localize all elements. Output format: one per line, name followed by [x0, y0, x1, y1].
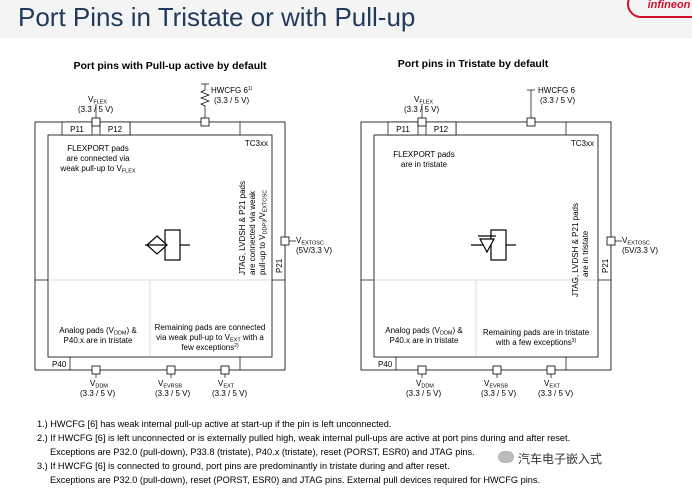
svg-text:VEVRSB: VEVRSB — [484, 379, 508, 390]
left-pad-p11 — [61, 121, 93, 136]
right-p21-label: P21 — [601, 258, 610, 273]
svg-text:few exceptions2): few exceptions2) — [181, 343, 239, 352]
left-heading: Port pins with Pull-up active by default — [73, 60, 267, 72]
slide-title: Port Pins in Tristate or with Pull-up — [18, 2, 416, 32]
svg-text:Analog pads (VDDM) &: Analog pads (VDDM) & — [59, 326, 137, 337]
left-vevrsb-voltage: (3.3 / 5 V) — [155, 389, 190, 398]
left-chip-outer — [34, 121, 286, 371]
left-p12-label: P12 — [108, 125, 123, 134]
infineon-logo: infineon — [627, 0, 692, 18]
right-heading: Port pins in Tristate by default — [398, 58, 549, 70]
footnote-2-exceptions: Exceptions are P32.0 (pull-down), P33.8 … — [50, 447, 475, 457]
svg-text:weak pull-up to VFLEX: weak pull-up to VFLEX — [59, 164, 135, 175]
left-p40-label: P40 — [52, 360, 67, 369]
left-vflex-voltage: (3.3 / 5 V) — [78, 105, 113, 114]
right-diagram: Port pins in Tristate by default P11 P12… — [360, 58, 658, 398]
footnote-2: 2.) If HWCFG [6] is left unconnected or … — [37, 433, 571, 443]
svg-text:FLEXPORT pads: FLEXPORT pads — [67, 144, 129, 153]
svg-text:VDDM: VDDM — [90, 379, 108, 390]
right-chip-inner — [373, 134, 599, 358]
left-jtag-text: JTAG, LVDSH & P21 pads are connected via… — [238, 181, 269, 275]
right-pad-p12 — [425, 121, 457, 136]
footnote-3: 3.) If HWCFG [6] is connected to ground,… — [37, 461, 450, 471]
right-vflex-voltage: (3.3 / 5 V) — [404, 105, 439, 114]
left-pad-p12 — [99, 121, 131, 136]
svg-text:FLEXPORT pads: FLEXPORT pads — [393, 150, 455, 159]
svg-text:VEXT: VEXT — [218, 379, 235, 390]
svg-text:VFLEX: VFLEX — [414, 95, 433, 106]
right-pad-p11 — [387, 121, 419, 136]
right-hwcfg-label: HWCFG 6 — [538, 86, 575, 95]
svg-text:pull-up to VDDP3/VEXTOSC: pull-up to VDDP3/VEXTOSC — [258, 190, 269, 275]
left-diagram: Port pins with Pull-up active by default… — [34, 60, 332, 398]
wechat-icon — [498, 451, 514, 463]
svg-text:P40.x are in tristate: P40.x are in tristate — [390, 336, 459, 345]
svg-text:are in tristate: are in tristate — [401, 160, 448, 169]
svg-text:VEXTOSC: VEXTOSC — [296, 236, 324, 247]
svg-text:Analog pads (VDDM) &: Analog pads (VDDM) & — [385, 326, 463, 337]
svg-text:Remaining pads are connected: Remaining pads are connected — [155, 323, 266, 332]
left-hwcfg-voltage: (3.3 / 5 V) — [214, 96, 249, 105]
footnote-3-exceptions: Exceptions are P32.0 (pull-down), reset … — [50, 475, 541, 485]
svg-text:are in tristate: are in tristate — [581, 230, 590, 277]
svg-text:are connected via: are connected via — [66, 154, 130, 163]
left-vextosc-voltage: (5V/3.3 V) — [296, 246, 332, 255]
right-vevrsb-voltage: (3.3 / 5 V) — [481, 389, 516, 398]
right-vextosc-voltage: (5V/3.3 V) — [622, 246, 658, 255]
svg-text:Remaining pads are in tristate: Remaining pads are in tristate — [483, 328, 590, 337]
svg-text:P40.x are in tristate: P40.x are in tristate — [64, 336, 133, 345]
svg-text:JTAG, LVDSH & P21 pads: JTAG, LVDSH & P21 pads — [238, 181, 247, 275]
right-hwcfg-voltage: (3.3 / 5 V) — [540, 96, 575, 105]
svg-text:JTAG, LVDSH & P21 pads: JTAG, LVDSH & P21 pads — [571, 203, 580, 297]
left-chip-inner — [47, 134, 273, 358]
svg-text:VFLEX: VFLEX — [88, 95, 107, 106]
left-p11-label: P11 — [70, 125, 84, 134]
right-p11-label: P11 — [396, 125, 410, 134]
svg-text:via weak pull-up to VEXT with: via weak pull-up to VEXT with a — [156, 333, 264, 344]
svg-text:are connected via weak: are connected via weak — [248, 190, 257, 275]
right-jtag-text: JTAG, LVDSH & P21 pads are in tristate — [571, 203, 590, 297]
left-p21-label: P21 — [275, 258, 284, 273]
right-chip-name: TC3xx — [571, 139, 594, 148]
svg-text:VEVRSB: VEVRSB — [158, 379, 182, 390]
right-p40-label: P40 — [378, 360, 393, 369]
svg-text:VDDM: VDDM — [416, 379, 434, 390]
right-tristate-symbol — [471, 229, 516, 261]
watermark-text: 汽车电子嵌入式 — [518, 452, 603, 466]
left-vddm-voltage: (3.3 / 5 V) — [80, 389, 115, 398]
left-pullup-symbol — [145, 229, 190, 261]
left-vext-voltage: (3.3 / 5 V) — [212, 389, 247, 398]
svg-text:with a few exceptions3): with a few exceptions3) — [495, 338, 577, 347]
svg-text:HWCFG 61): HWCFG 61) — [211, 86, 253, 95]
svg-text:VEXTOSC: VEXTOSC — [622, 236, 650, 247]
right-chip-outer — [360, 121, 612, 371]
svg-text:VEXT: VEXT — [544, 379, 561, 390]
footnote-1: 1.) HWCFG [6] has weak internal pull-up … — [37, 419, 392, 429]
slide-title-bar — [0, 0, 692, 38]
left-chip-name: TC3xx — [245, 139, 268, 148]
left-pullup-resistor — [200, 89, 210, 107]
right-vext-voltage: (3.3 / 5 V) — [538, 389, 573, 398]
right-vddm-voltage: (3.3 / 5 V) — [406, 389, 441, 398]
right-p12-label: P12 — [434, 125, 449, 134]
